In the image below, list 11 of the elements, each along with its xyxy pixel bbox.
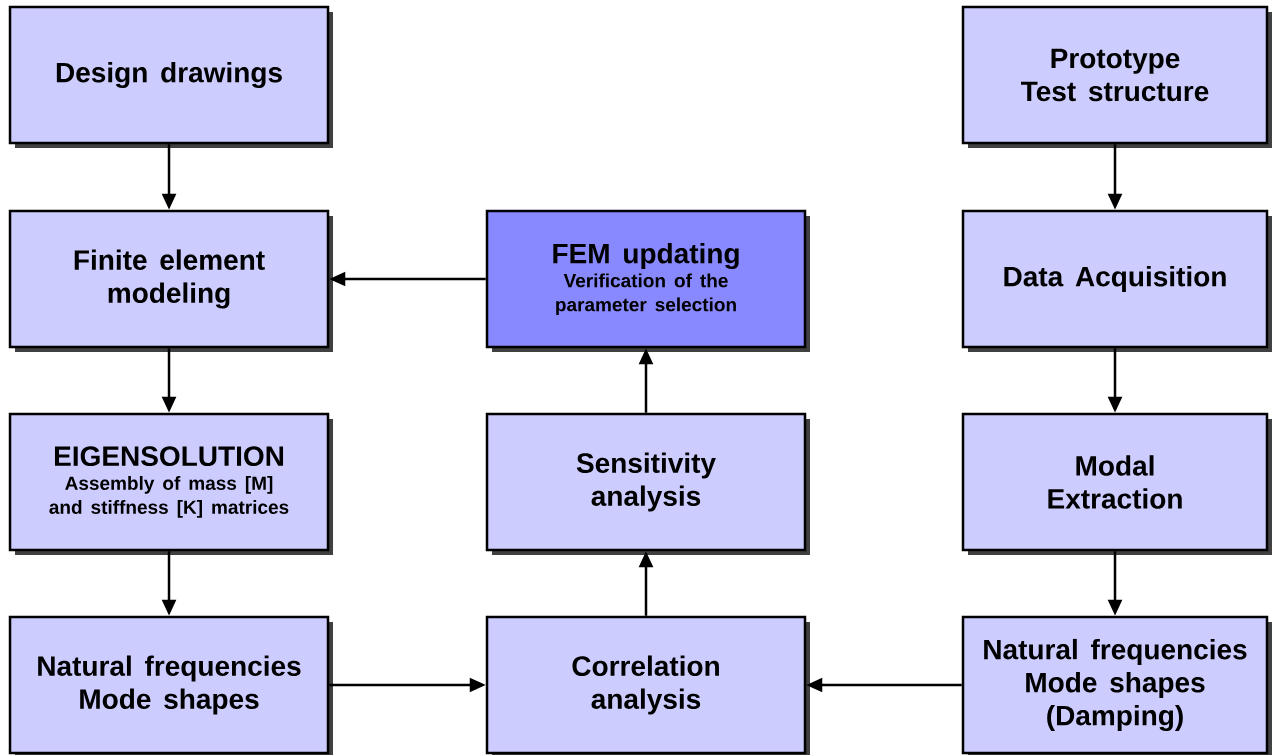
process-box: Data Acquisition <box>961 209 1272 352</box>
process-box: Natural frequencies Mode shapes (Damping) <box>961 615 1272 755</box>
process-box: FEM updating Verification of the parameter selection <box>485 209 810 352</box>
process-box: Modal Extraction <box>961 412 1272 555</box>
process-box: Prototype Test structure <box>961 5 1272 148</box>
process-box: Natural frequencies Mode shapes <box>8 615 333 755</box>
process-box: Correlation analysis <box>485 615 810 755</box>
process-box: Sensitivity analysis <box>485 412 810 555</box>
process-box: Design drawings <box>8 5 333 148</box>
process-box: Finite element modeling <box>8 209 333 352</box>
process-box: EIGENSOLUTION Assembly of mass [M] and stiffness [K] matrices <box>8 412 333 555</box>
